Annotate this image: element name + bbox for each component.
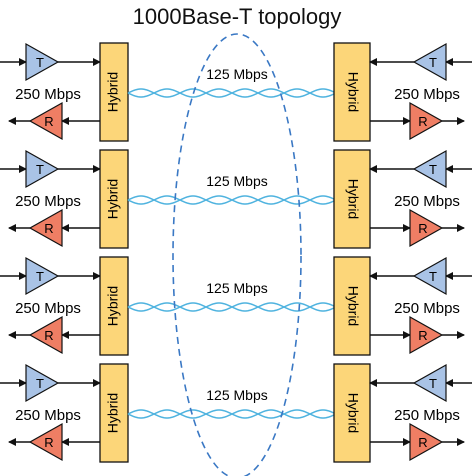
right-receiver-label: R <box>418 435 427 450</box>
left-hybrid-box <box>99 256 129 356</box>
left-transmitter-label: T <box>36 55 44 70</box>
left-hybrid-label: Hybrid <box>105 393 121 433</box>
left-receiver-label: R <box>44 328 53 343</box>
left-data-rate: 250 Mbps <box>15 300 81 317</box>
right-transmitter-label: T <box>429 162 437 177</box>
left-receiver-label: R <box>44 435 53 450</box>
right-transmitter-label: T <box>429 55 437 70</box>
twisted-pair-wire-b <box>127 195 335 205</box>
right-transmitter-triangle <box>412 363 447 403</box>
twisted-pair-wire-b <box>127 302 335 312</box>
left-transmitter-label: T <box>36 376 44 391</box>
right-transmitter-label: T <box>429 376 437 391</box>
left-receiver-triangle <box>28 208 63 248</box>
right-receiver-triangle <box>409 315 444 355</box>
right-receiver-label: R <box>418 221 427 236</box>
left-hybrid-label: Hybrid <box>105 72 121 112</box>
right-hybrid-box <box>333 256 371 356</box>
right-hybrid-label: Hybrid <box>345 393 361 433</box>
left-hybrid-label: Hybrid <box>105 286 121 326</box>
left-transmitter-label: T <box>36 269 44 284</box>
right-transmitter-triangle <box>412 149 447 189</box>
left-receiver-label: R <box>44 114 53 129</box>
right-hybrid-box <box>333 42 371 142</box>
pair-data-rate: 125 Mbps <box>206 280 267 296</box>
left-data-rate: 250 Mbps <box>15 193 81 210</box>
twisted-pair-wire-b <box>127 409 335 419</box>
channel-4: T R 250 Mbps Hybrid 125 Mbps Hybrid T R 250 Mbps <box>0 363 472 463</box>
channel-3: T R 250 Mbps Hybrid 125 Mbps Hybrid T R 250 Mbps <box>0 256 472 356</box>
left-transmitter-label: T <box>36 162 44 177</box>
right-data-rate: 250 Mbps <box>394 86 460 103</box>
left-receiver-triangle <box>28 101 63 141</box>
right-hybrid-label: Hybrid <box>345 72 361 112</box>
right-receiver-triangle <box>409 101 444 141</box>
left-hybrid-label: Hybrid <box>105 179 121 219</box>
diagram-title: 1000Base-T topology <box>132 4 342 29</box>
left-receiver-triangle <box>28 315 63 355</box>
pair-data-rate: 125 Mbps <box>206 173 267 189</box>
twisted-pair-wire-a <box>127 409 335 419</box>
left-hybrid-box <box>99 363 129 463</box>
pair-data-rate: 125 Mbps <box>206 387 267 403</box>
right-data-rate: 250 Mbps <box>394 300 460 317</box>
left-transmitter-triangle <box>25 42 60 82</box>
left-receiver-label: R <box>44 221 53 236</box>
channel-1: T R 250 Mbps Hybrid 125 Mbps Hybrid T R 250 Mbps <box>0 42 472 142</box>
channel-2: T R 250 Mbps Hybrid 125 Mbps Hybrid T R 250 Mbps <box>0 149 472 249</box>
right-receiver-triangle <box>409 422 444 462</box>
twisted-pair-wire-a <box>127 88 335 98</box>
right-transmitter-label: T <box>429 269 437 284</box>
left-transmitter-triangle <box>25 363 60 403</box>
twisted-pair-wire-b <box>127 88 335 98</box>
right-hybrid-box <box>333 363 371 463</box>
left-hybrid-box <box>99 42 129 142</box>
right-data-rate: 250 Mbps <box>394 193 460 210</box>
left-data-rate: 250 Mbps <box>15 86 81 103</box>
right-hybrid-label: Hybrid <box>345 286 361 326</box>
right-transmitter-triangle <box>412 42 447 82</box>
right-receiver-label: R <box>418 114 427 129</box>
left-transmitter-triangle <box>25 256 60 296</box>
left-hybrid-box <box>99 149 129 249</box>
right-data-rate: 250 Mbps <box>394 407 460 424</box>
right-receiver-triangle <box>409 208 444 248</box>
right-hybrid-label: Hybrid <box>345 179 361 219</box>
right-transmitter-triangle <box>412 256 447 296</box>
right-receiver-label: R <box>418 328 427 343</box>
left-receiver-triangle <box>28 422 63 462</box>
left-data-rate: 250 Mbps <box>15 407 81 424</box>
left-transmitter-triangle <box>25 149 60 189</box>
right-hybrid-box <box>333 149 371 249</box>
pair-data-rate: 125 Mbps <box>206 66 267 82</box>
cable-bundle-ellipse <box>172 33 302 476</box>
